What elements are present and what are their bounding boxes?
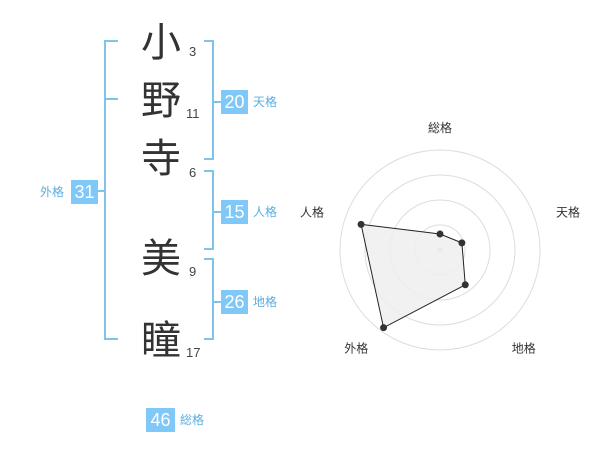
jinkaku-badge: 15	[221, 200, 248, 224]
tenkaku-label: 天格	[253, 95, 278, 109]
tenkaku-bracket-bottom	[204, 158, 214, 160]
gaikaku-label: 外格	[40, 185, 65, 199]
radar-point-5	[357, 220, 365, 228]
radar-axis-label-2: 天格	[556, 204, 580, 219]
chikaku-badge: 26	[221, 290, 248, 314]
radar-ring-3	[364, 174, 516, 326]
tenkaku-badge: 20	[221, 90, 248, 114]
stroke-count-3: 6	[189, 165, 197, 180]
gaikaku-bracket-bottom	[104, 338, 118, 340]
chikaku-bracket-bottom	[204, 338, 214, 340]
name-char-3: 寺	[141, 136, 181, 182]
stroke-count-2: 11	[186, 106, 200, 121]
jinkaku-label: 人格	[253, 205, 278, 219]
chikaku-bracket-top	[204, 258, 214, 260]
name-char-5: 瞳	[141, 318, 181, 364]
name-char-1: 小	[141, 20, 181, 66]
name-char-2: 野	[141, 78, 181, 124]
stroke-count-4: 9	[189, 264, 197, 279]
radar-point-2	[458, 239, 466, 247]
jinkaku-bracket-vertical	[212, 170, 214, 250]
tenkaku-bracket-top	[204, 40, 214, 42]
radar-axis-label-3: 地格	[512, 341, 536, 356]
chikaku-connector	[212, 301, 222, 303]
gaikaku-bracket-vertical	[104, 40, 106, 340]
stroke-count-5: 17	[186, 345, 201, 360]
radar-point-4	[380, 324, 388, 332]
radar-data-polygon	[360, 223, 466, 329]
radar-axis-label-4: 外格	[344, 341, 368, 356]
tenkaku-connector	[212, 101, 222, 103]
jinkaku-bracket-top	[204, 170, 214, 172]
gaikaku-bracket-top	[104, 40, 118, 42]
soukaku-label: 総格	[180, 413, 205, 427]
radar-axis-label-1: 総格	[428, 120, 452, 135]
gaikaku-bracket-mid	[104, 98, 118, 100]
gaikaku-connector	[96, 190, 104, 192]
name-char-4: 美	[141, 236, 181, 282]
radar-point-3	[461, 281, 469, 289]
radar-axis-label-5: 人格	[300, 204, 324, 219]
chikaku-bracket-vertical	[212, 258, 214, 340]
gaikaku-badge: 31	[71, 180, 98, 204]
chikaku-label: 地格	[253, 295, 278, 309]
jinkaku-bracket-bottom	[204, 248, 214, 250]
tenkaku-bracket-vertical	[212, 40, 214, 160]
jinkaku-connector	[212, 211, 222, 213]
radar-point-1	[436, 230, 444, 238]
stroke-count-1: 3	[189, 44, 197, 59]
soukaku-badge: 46	[146, 408, 175, 432]
